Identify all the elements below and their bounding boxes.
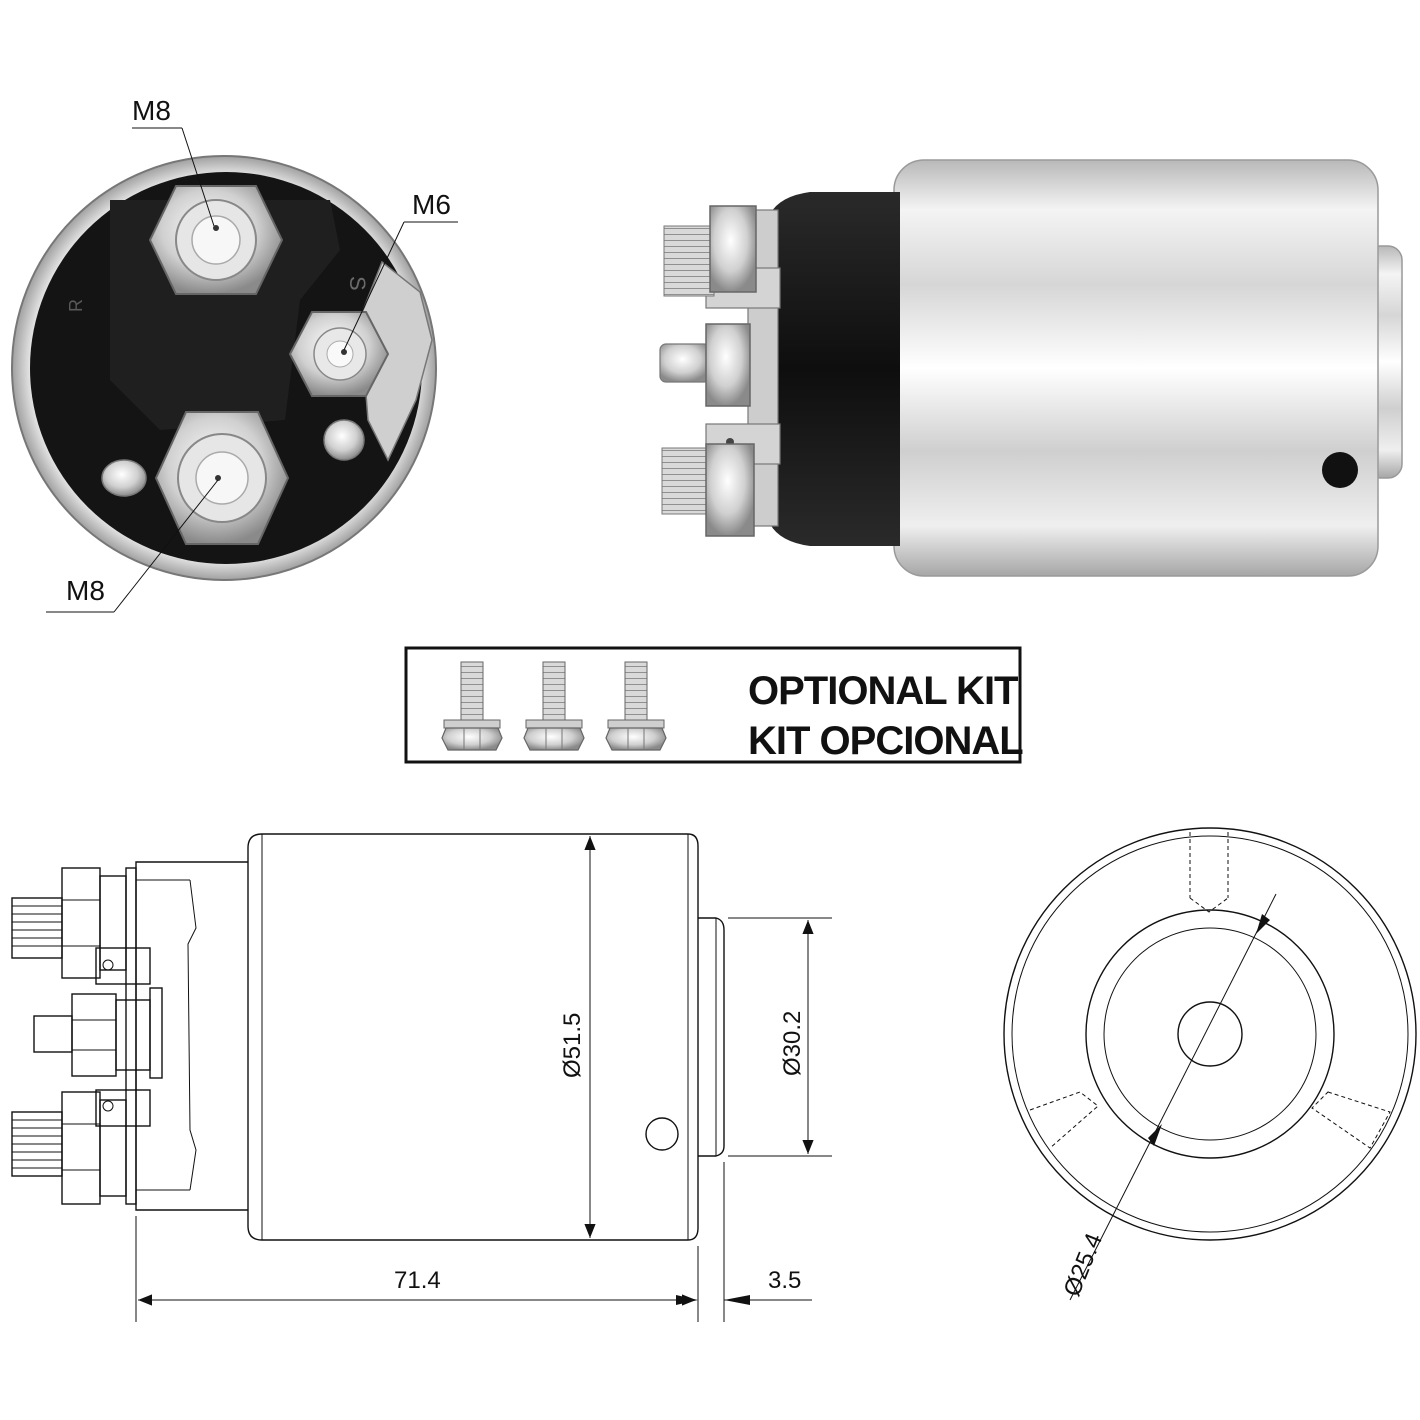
- end-view-drawing: Ø25.4: [1003, 827, 1417, 1301]
- svg-text:Ø25.4: Ø25.4: [1059, 1230, 1109, 1301]
- svg-text:71.4: 71.4: [394, 1267, 441, 1294]
- drawing-stud-top: [11, 867, 127, 979]
- drawing-hole: [645, 1117, 679, 1151]
- svg-text:M6: M6: [412, 189, 451, 220]
- front-view-photo: R S M8: [11, 95, 458, 613]
- dim-nose-diameter: Ø30.2: [728, 917, 832, 1157]
- end-keyway-right: [1311, 1091, 1391, 1149]
- optional-kit-box: OPTIONAL KIT KIT OPCIONAL: [404, 646, 1024, 764]
- cap-letter-s: S: [345, 276, 370, 291]
- side-stud-bottom: [661, 443, 755, 537]
- dim-bore-diameter: Ø25.4: [1059, 893, 1277, 1301]
- side-line-drawing: Ø51.5 Ø30.2 71.4 3.5: [11, 833, 832, 1322]
- callout-m6: M6: [343, 189, 458, 351]
- dim-nose-length: 3.5: [676, 1267, 812, 1305]
- black-cap: [770, 192, 900, 546]
- kit-screw: [441, 661, 503, 751]
- callout-bottom-m8: M8: [46, 479, 219, 613]
- drawing-can: [247, 833, 699, 1241]
- svg-text:Ø51.5: Ø51.5: [559, 1013, 586, 1078]
- drawing-stud-middle: [33, 993, 151, 1077]
- end-keyway-top: [1189, 832, 1229, 913]
- svg-text:Ø30.2: Ø30.2: [779, 1011, 806, 1076]
- m6-stud: [288, 260, 433, 462]
- rivet-left: [101, 459, 147, 497]
- end-keyway-left: [1029, 1091, 1099, 1149]
- end-bore: [1177, 1001, 1243, 1067]
- side-stud-middle: [659, 323, 751, 407]
- callout-top-m8: M8: [132, 95, 215, 227]
- kit-screw: [523, 661, 585, 751]
- cap-letter-r: R: [66, 299, 86, 312]
- dim-body-diameter: Ø51.5: [559, 836, 596, 1238]
- can-hole: [1322, 452, 1358, 488]
- rivet-right: [323, 419, 365, 461]
- drawing-stud-bottom: [11, 1091, 127, 1205]
- dim-body-length: 71.4: [135, 1162, 725, 1322]
- drawing-nose: [698, 917, 725, 1157]
- svg-text:M8: M8: [66, 575, 105, 606]
- kit-screw: [605, 661, 667, 751]
- side-view-photo: [659, 159, 1403, 577]
- svg-text:3.5: 3.5: [768, 1267, 801, 1294]
- svg-text:M8: M8: [132, 95, 171, 126]
- kit-screws: [441, 661, 667, 751]
- can-body: [893, 159, 1379, 577]
- kit-title-es: KIT OPCIONAL: [748, 719, 1023, 763]
- top-m8-stud: [148, 185, 284, 295]
- side-stud-top: [663, 205, 757, 297]
- kit-title-en: OPTIONAL KIT: [748, 669, 1018, 713]
- drawing-cap: [135, 861, 248, 1211]
- end-outer: [1003, 827, 1417, 1241]
- bottom-m8-stud: [154, 411, 290, 545]
- end-flange: [1085, 909, 1335, 1159]
